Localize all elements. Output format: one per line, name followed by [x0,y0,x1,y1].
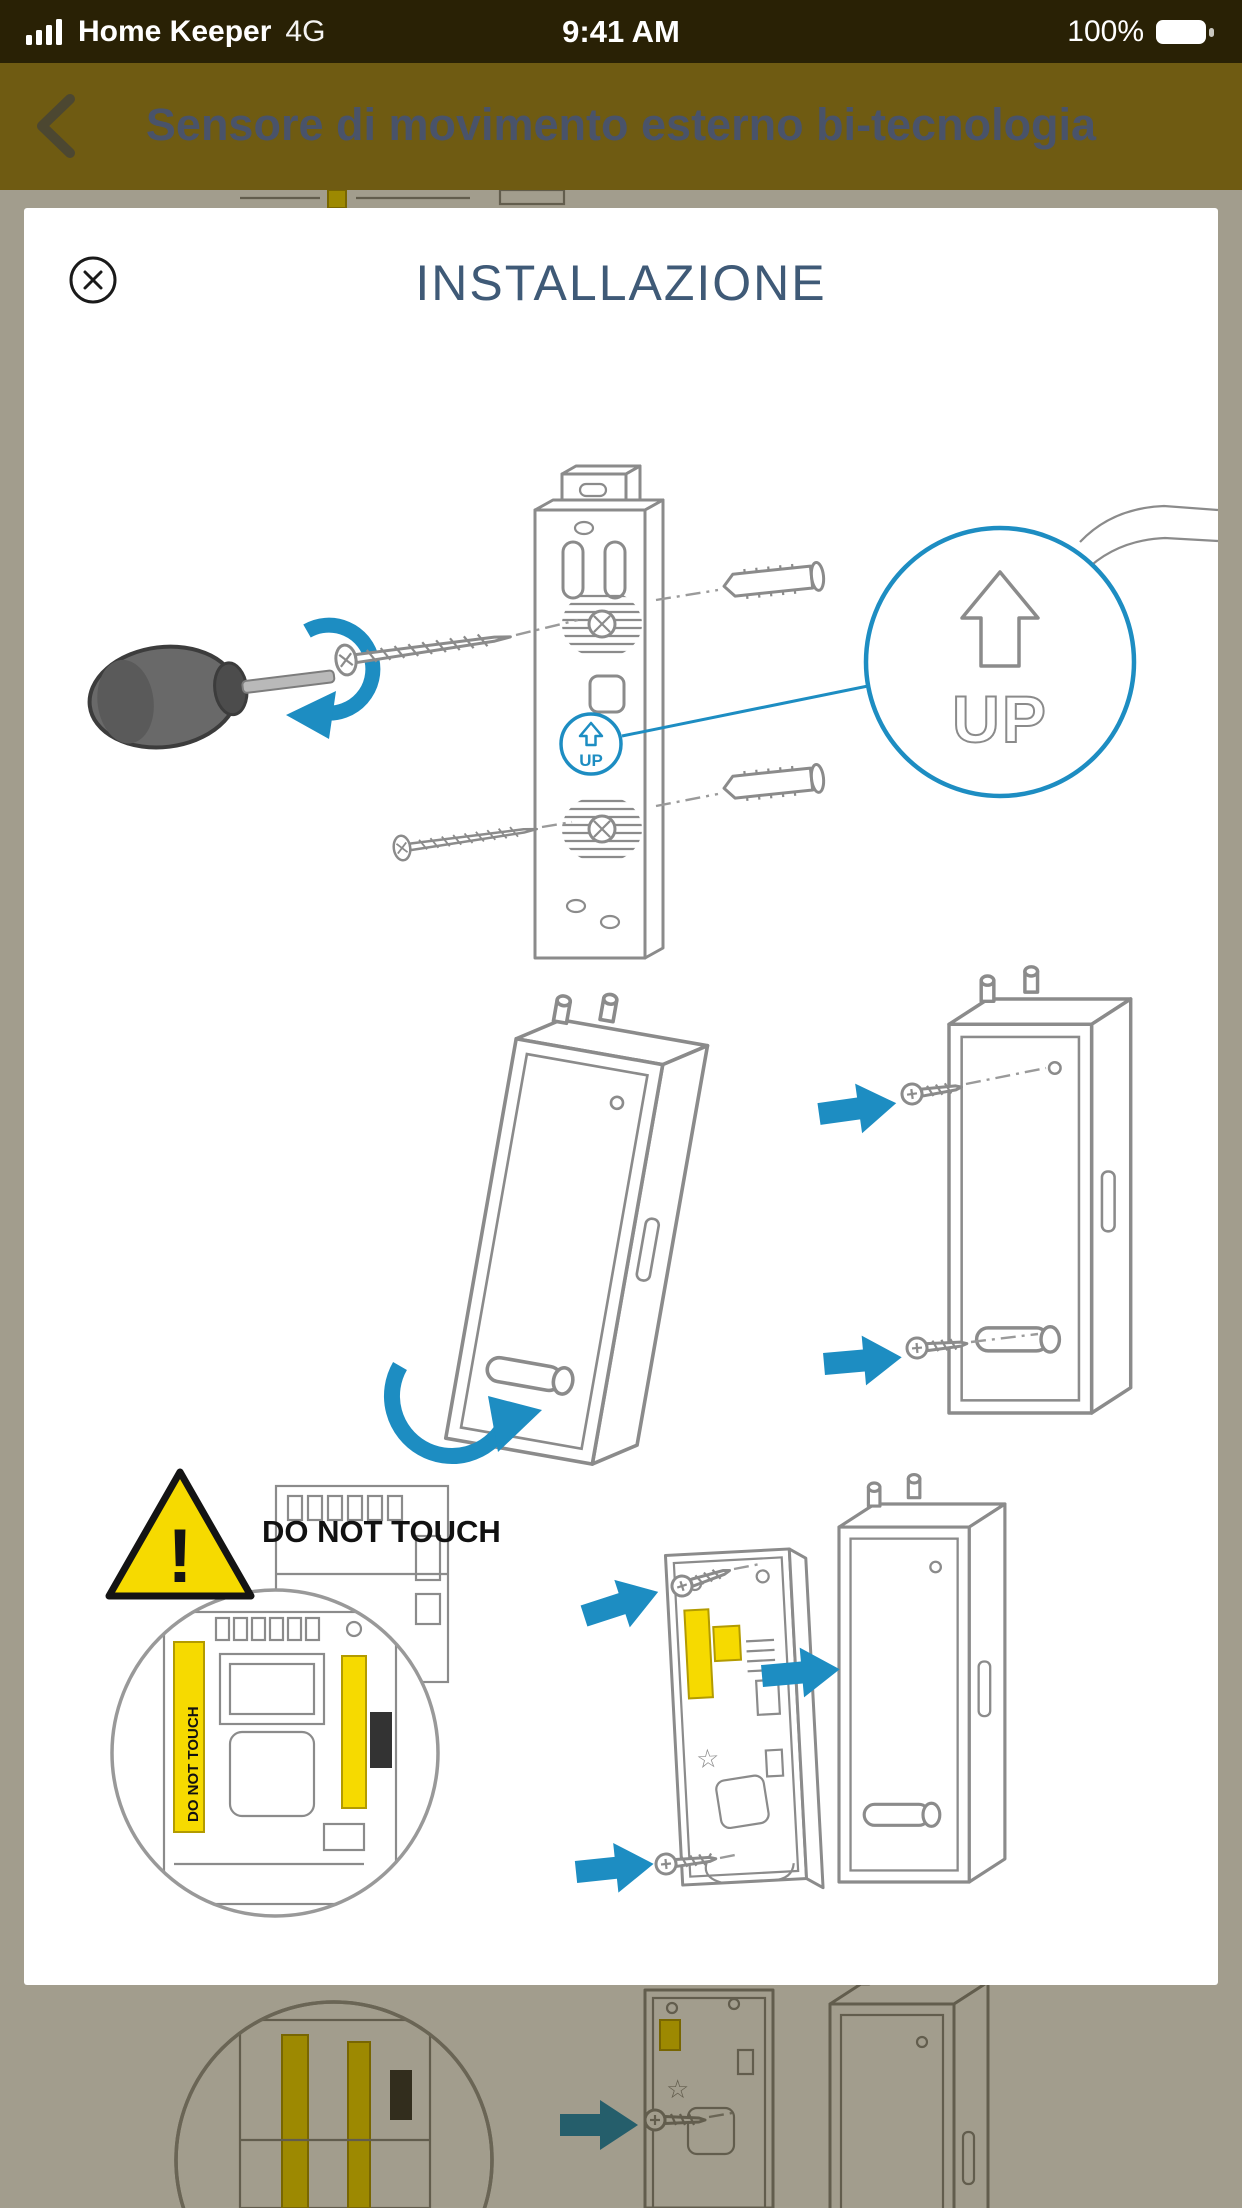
warning-triangle-icon: ! [105,1468,255,1600]
mounting-bracket [533,464,665,960]
wood-screw [390,815,540,863]
star-icon: ☆ [695,1743,720,1774]
network-label: 4G [285,14,326,48]
back-button[interactable] [24,91,86,163]
rear-housing-tilted [443,977,716,1473]
svg-text:UP: UP [952,682,1048,756]
wall-anchor [720,761,827,805]
circle-x-icon [69,256,117,304]
sensor-module: ☆ [663,1547,825,1890]
carrier-label: Home Keeper [78,14,272,48]
up-indicator: UP [559,684,869,776]
up-arrow-icon [960,570,1040,668]
wall-anchor [720,559,827,603]
up-magnifier: UP [863,525,1137,799]
backdrop-diagram: ☆ [174,190,990,2208]
installation-diagram: UP UP [87,464,1218,1918]
battery-full-icon [1156,19,1214,44]
chevron-left-icon [37,94,75,158]
blue-arrow [573,1838,657,1897]
close-button[interactable] [66,253,120,307]
do-not-touch-label: DO NOT TOUCH [262,1514,501,1549]
nav-bar: Sensore di movimento esterno bi-tecnolog… [0,63,1242,190]
page-title: Sensore di movimento esterno bi-tecnolog… [145,99,1097,150]
sensor-module-backdrop: ☆ [643,1988,775,2208]
svg-text:UP: UP [579,751,603,770]
rear-housing [837,1473,1007,1884]
blue-arrow [576,1568,666,1640]
battery-percent: 100% [1067,14,1144,48]
cover-corner-drawing [1079,504,1218,573]
modal-title: INSTALLAZIONE [415,255,827,311]
screwdriver [87,644,336,750]
installation-modal: INSTALLAZIONE [24,208,1218,1985]
status-bar: Home Keeper 4G 9:41 AM 100% [0,0,1242,63]
clock: 9:41 AM [562,13,680,49]
pcb-magnifier: DO NOT TOUCH [110,1588,440,1918]
blue-arrow [821,1332,904,1389]
star-icon: ☆ [666,2074,689,2104]
cellular-signal-icon [26,18,62,45]
rear-housing [947,965,1133,1415]
svg-text:DO NOT TOUCH: DO NOT TOUCH [185,1706,202,1822]
blue-arrow [815,1078,900,1139]
rotation-arrow-middle [383,1362,542,1465]
svg-text:!: ! [167,1514,192,1599]
